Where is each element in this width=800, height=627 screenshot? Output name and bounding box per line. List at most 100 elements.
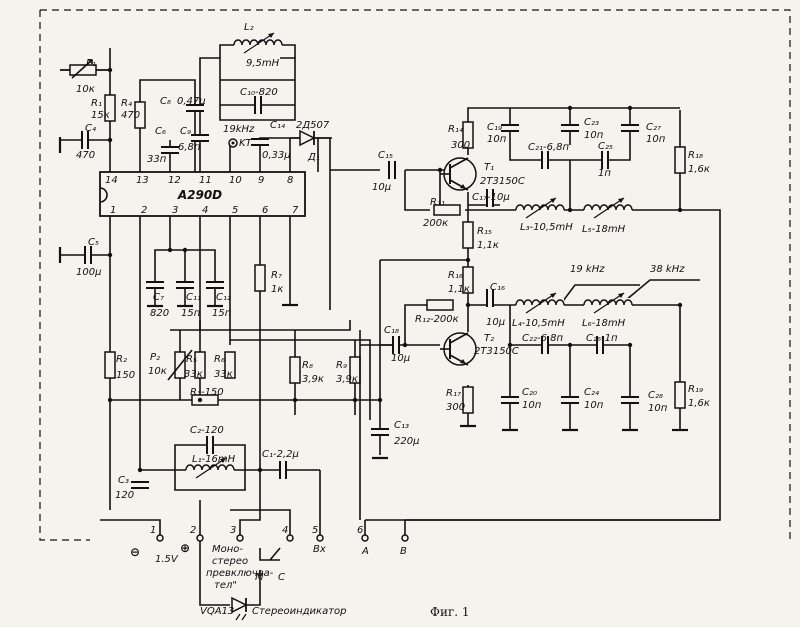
wires-ic-bottom (139, 216, 371, 470)
svg-text:C₂₅: C₂₅ (598, 141, 613, 152)
svg-text:R₁₇: R₁₇ (446, 388, 461, 399)
c21-capacitor (541, 150, 549, 170)
svg-text:C₂₇: C₂₇ (646, 122, 661, 133)
svg-text:Моно-: Моно- (212, 544, 243, 555)
r18-resistor (674, 146, 686, 174)
svg-text:тел": тел" (214, 580, 237, 591)
svg-text:C₆: C₆ (155, 126, 166, 137)
svg-text:8: 8 (287, 175, 293, 186)
r19-resistor (674, 381, 686, 409)
svg-text:12: 12 (168, 175, 181, 186)
l5-coil (583, 197, 633, 219)
svg-text:1,1к: 1,1к (477, 240, 499, 251)
svg-text:C: C (278, 572, 285, 583)
p2-wiper (167, 349, 193, 381)
svg-text:R₉: R₉ (336, 360, 347, 371)
svg-text:150: 150 (116, 370, 135, 381)
svg-text:10μ: 10μ (486, 317, 505, 328)
svg-text:1,6к: 1,6к (688, 164, 710, 175)
svg-text:C₁-2,2μ: C₁-2,2μ (262, 449, 299, 460)
svg-text:1.5V: 1.5V (155, 554, 179, 565)
c27-capacitor (620, 124, 640, 132)
svg-text:7: 7 (292, 205, 299, 216)
l3-coil (515, 197, 565, 219)
svg-text:5: 5 (232, 205, 238, 216)
c3-capacitor (130, 481, 150, 489)
svg-text:33п: 33п (147, 154, 167, 165)
svg-text:2T3150C: 2T3150C (480, 176, 525, 187)
svg-text:R₅: R₅ (186, 354, 197, 365)
svg-text:220μ: 220μ (394, 436, 419, 447)
l2-c10-tank: L₂ 9,5mH C₁₀-820 (219, 22, 296, 115)
ic-pin-labels: 14 13 12 11 10 9 8 1 2 3 4 5 6 7 (105, 175, 299, 216)
svg-text:T₁: T₁ (484, 162, 494, 173)
svg-text:C₄: C₄ (85, 123, 96, 134)
enclosure-border (39, 9, 791, 541)
svg-text:10п: 10п (584, 130, 604, 141)
svg-text:10μ: 10μ (391, 353, 410, 364)
svg-text:10μ: 10μ (372, 182, 391, 193)
c15-capacitor (388, 160, 396, 180)
svg-text:10: 10 (229, 175, 242, 186)
svg-text:L₂: L₂ (244, 22, 254, 33)
svg-text:14: 14 (105, 175, 118, 186)
c20-capacitor (500, 396, 520, 404)
svg-text:R₆: R₆ (214, 354, 225, 365)
svg-text:R₃-150: R₃-150 (190, 387, 224, 398)
c1-capacitor (279, 460, 287, 480)
svg-text:Д₁: Д₁ (307, 152, 320, 163)
svg-text:1,6к: 1,6к (688, 398, 710, 409)
svg-text:200к: 200к (423, 218, 448, 229)
ic-a290d: A290D (99, 171, 306, 217)
svg-text:470: 470 (76, 150, 95, 161)
c25-capacitor (601, 150, 609, 170)
svg-text:10п: 10п (584, 400, 604, 411)
svg-text:1,1к: 1,1к (448, 284, 470, 295)
svg-text:9,5mH: 9,5mH (246, 58, 280, 69)
svg-text:⊕: ⊕ (180, 541, 190, 555)
svg-text:R₁₄: R₁₄ (448, 124, 463, 135)
svg-text:15п: 15п (181, 308, 201, 319)
svg-text:1к: 1к (271, 284, 283, 295)
svg-text:13: 13 (136, 175, 149, 186)
c14-capacitor (250, 138, 270, 146)
svg-text:10п: 10п (648, 403, 668, 414)
svg-text:470: 470 (121, 110, 140, 121)
svg-text:B: B (400, 546, 407, 557)
svg-text:превключва-: превключва- (206, 568, 274, 579)
svg-text:1п: 1п (598, 168, 611, 179)
c7-capacitor (145, 281, 165, 289)
svg-text:L₄-10,5mH: L₄-10,5mH (512, 318, 565, 329)
c24-capacitor (560, 396, 580, 404)
svg-text:33к: 33к (214, 369, 233, 380)
svg-text:2: 2 (190, 525, 196, 536)
svg-text:2T3150C: 2T3150C (474, 346, 519, 357)
r2-resistor (104, 351, 116, 379)
svg-text:P₂: P₂ (150, 352, 160, 363)
r8-resistor (289, 356, 301, 384)
svg-text:1: 1 (150, 525, 156, 536)
svg-text:R₈: R₈ (302, 360, 313, 371)
svg-text:R₁₁: R₁₁ (430, 197, 445, 208)
c12-capacitor (205, 281, 225, 289)
l1-c2-tank: C₂-120 L₁-16mH (140, 425, 320, 491)
c13-capacitor (370, 428, 390, 436)
svg-text:300: 300 (451, 140, 470, 151)
ic-name: A290D (177, 188, 222, 202)
svg-text:19 kHz: 19 kHz (570, 264, 605, 275)
svg-text:L₃-10,5mH: L₃-10,5mH (520, 222, 573, 233)
svg-text:R₁₆: R₁₆ (448, 270, 463, 281)
svg-text:C₂-120: C₂-120 (190, 425, 224, 436)
svg-text:C₃: C₃ (118, 475, 129, 486)
svg-text:L₅-18mH: L₅-18mH (582, 224, 626, 235)
svg-text:0,33μ: 0,33μ (262, 150, 291, 161)
c23-capacitor (560, 124, 580, 132)
figure-caption: Фиг. 1 (430, 605, 470, 619)
c19-capacitor (500, 124, 520, 132)
t1-transistor: T₁ 2T3150C (440, 157, 525, 191)
svg-text:C₂₆-1п: C₂₆-1п (586, 333, 618, 344)
c9-capacitor (190, 134, 210, 142)
svg-text:R₁₉: R₁₉ (688, 384, 703, 395)
svg-text:10к: 10к (148, 366, 167, 377)
